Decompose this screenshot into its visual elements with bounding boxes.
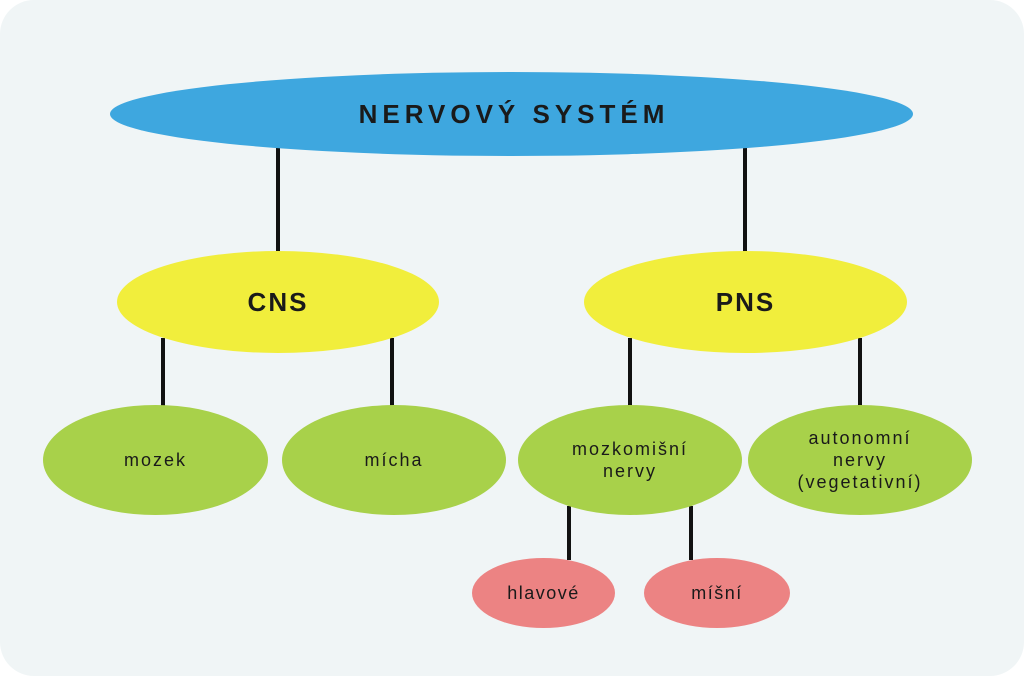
node-label: mozek (123, 450, 187, 470)
node-label-line: nervy (832, 450, 887, 470)
node-label-line: mozkomišní (571, 439, 689, 459)
node-mozkomisni-nervy: mozkomišní nervy (518, 405, 742, 515)
node-label: hlavové (507, 582, 580, 603)
node-hlavove: hlavové (472, 558, 615, 628)
node-label: autonomní nervy (vegetativní) (797, 427, 922, 493)
node-pns: PNS (584, 251, 907, 353)
node-label: mícha (364, 450, 424, 470)
node-nervovy-system: NERVOVÝ SYSTÉM (110, 72, 913, 156)
node-mozek: mozek (43, 405, 268, 515)
node-label-line: autonomní (808, 428, 912, 448)
node-label-line: (vegetativní) (797, 472, 923, 492)
node-autonomni-nervy: autonomní nervy (vegetativní) (748, 405, 972, 515)
node-label: CNS (247, 286, 309, 317)
node-cns: CNS (117, 251, 439, 353)
node-label: mozkomišní nervy (572, 438, 688, 482)
node-misni: míšní (644, 558, 790, 628)
node-label: míšní (691, 582, 743, 603)
node-label: NERVOVÝ SYSTÉM (358, 98, 670, 129)
node-label: PNS (715, 286, 776, 317)
node-micha: mícha (282, 405, 506, 515)
node-label-line: nervy (602, 461, 657, 481)
